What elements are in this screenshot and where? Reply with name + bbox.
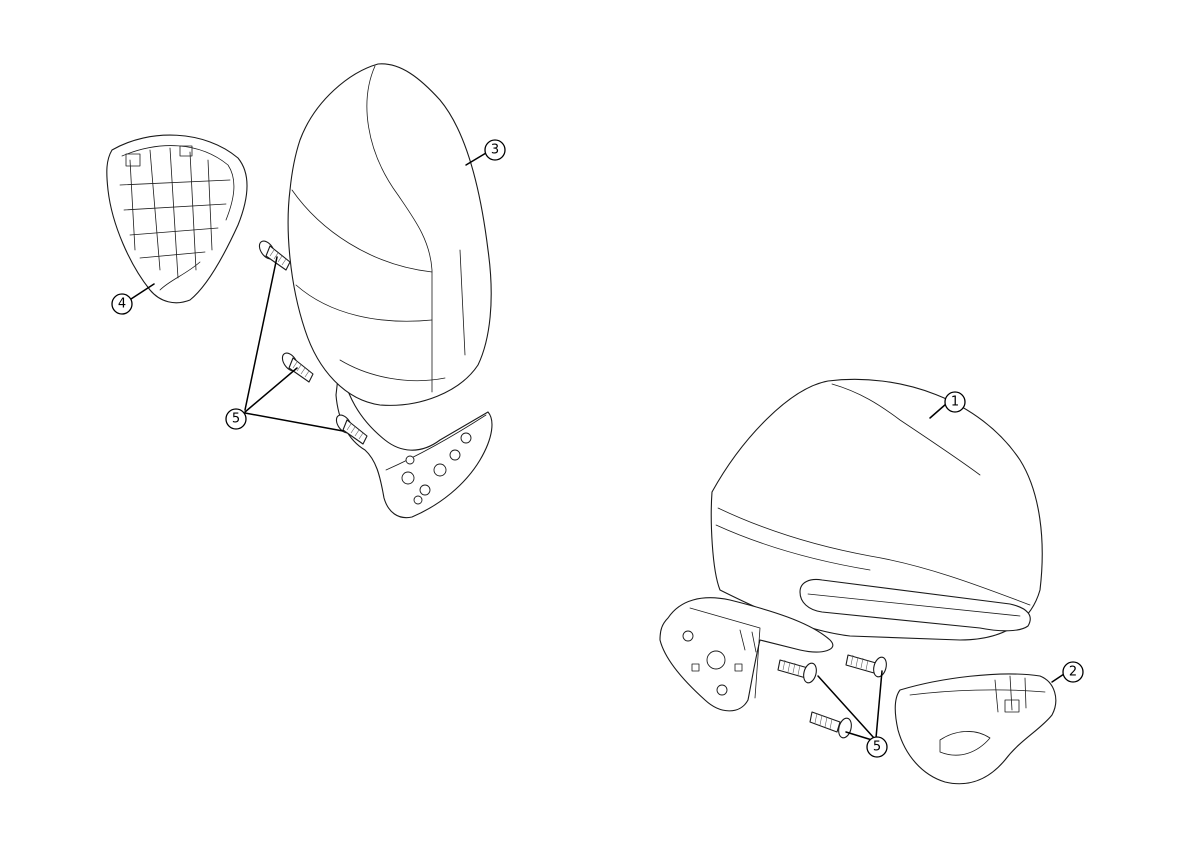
part-1-mirror-cover [710,378,1043,641]
callout-5-left-label: 5 [232,412,240,427]
mount-holes [401,432,472,505]
callout-1: 1 [944,391,966,413]
screw-left-3 [335,414,368,445]
part-4-inner-bracket [106,134,248,304]
callout-2-label: 2 [1069,665,1077,680]
callout-2: 2 [1062,661,1084,683]
callout-3: 3 [484,139,506,161]
callout-1-label: 1 [951,395,959,410]
leader-lines [130,152,1065,741]
screw-right-3 [809,711,852,739]
part-3-mirror-housing [287,63,493,519]
right-base-plate [659,597,834,712]
callout-5-right-label: 5 [873,740,881,755]
callout-4: 4 [111,293,133,315]
callout-3-label: 3 [491,143,499,158]
screw-left-1 [258,240,291,271]
callout-5-right: 5 [866,736,888,758]
screw-right-2 [845,654,887,678]
screw-left-2 [281,352,314,383]
callout-5-left: 5 [225,408,247,430]
screw-right-1 [777,659,817,684]
callout-4-label: 4 [118,297,126,312]
part-2-inner-cap [894,673,1057,785]
